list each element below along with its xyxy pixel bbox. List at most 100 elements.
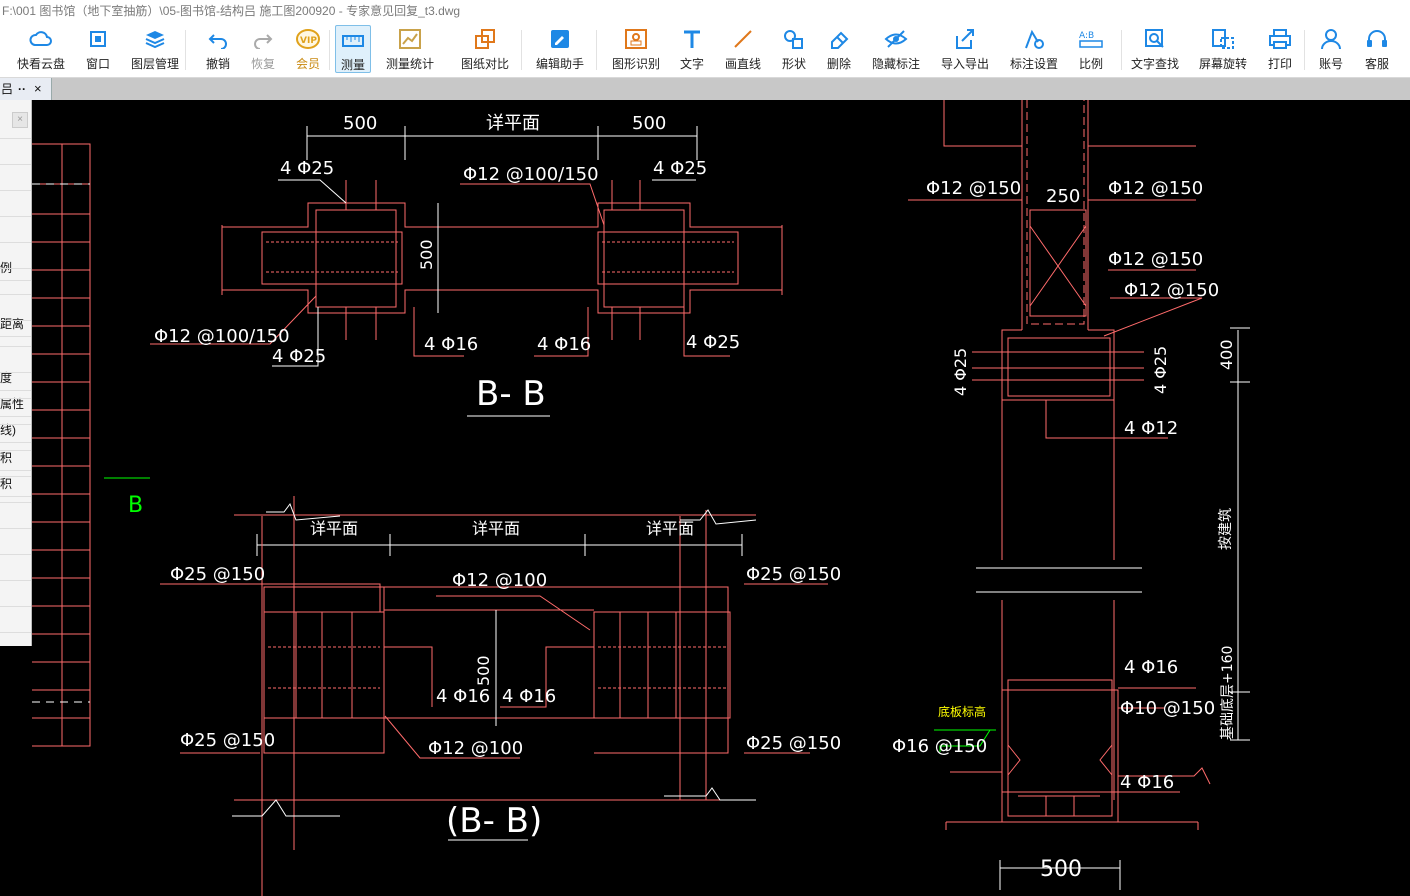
- properties-side-panel[interactable]: × 例距离度属性线)积积: [0, 100, 32, 646]
- note-p12-100-b: Φ12 @100: [428, 738, 523, 759]
- toolbar-button-label: 快看云盘: [16, 57, 65, 71]
- toolbar-button-label: 比例: [1078, 57, 1103, 71]
- note-p12-150-b: Φ12 @150: [1108, 178, 1203, 199]
- toolbar-button-label: 测量: [340, 58, 365, 72]
- note-p12-150-c: Φ12 @150: [1108, 249, 1203, 270]
- toolbar-button-label: 删除: [826, 57, 851, 71]
- side-panel-item[interactable]: 线): [0, 417, 31, 443]
- dim-500-left: 500: [343, 113, 377, 134]
- side-panel-divider: [0, 242, 31, 243]
- toolbar-window-button[interactable]: 窗口: [80, 24, 116, 74]
- svg-text:A:B: A:B: [1079, 31, 1094, 41]
- toolbar-text-button[interactable]: 文字: [674, 24, 710, 74]
- toolbar-layers-button[interactable]: 图层管理: [125, 24, 185, 74]
- toolbar-button-label: 账号: [1318, 57, 1343, 71]
- note-4p16-b: 4 Φ16: [537, 334, 591, 355]
- note-4p25-a: 4 Φ25: [280, 158, 334, 179]
- document-tab[interactable]: 吕 ·· ×: [0, 78, 52, 100]
- drawing-canvas[interactable]: 500 详平面 500 4 Φ25 4 Φ25 Φ12 @100/150 Φ12…: [0, 100, 1410, 896]
- toolbar-line-button[interactable]: 画直线: [720, 24, 767, 74]
- side-panel-item[interactable]: 属性: [0, 391, 31, 417]
- note-p25-150-d: Φ25 @150: [746, 733, 841, 754]
- toolbar-edit-assistant-button[interactable]: 编辑助手: [530, 24, 590, 74]
- note-p25-150-a: Φ25 @150: [170, 564, 265, 585]
- toolbar-separator: [596, 30, 597, 70]
- dim-plan-2a: 详平面: [310, 519, 358, 538]
- tab-menu-icon[interactable]: ··: [18, 82, 26, 96]
- toolbar-measure-stats-button[interactable]: 测量统计: [380, 24, 440, 74]
- note-p12-150-d: Φ12 @150: [1124, 280, 1219, 301]
- side-panel-divider: [0, 164, 31, 165]
- dim-plan-2b: 详平面: [472, 519, 520, 538]
- toolbar-redo-button[interactable]: 恢复: [245, 24, 281, 74]
- note-p10-150: Φ10 @150: [1120, 698, 1215, 719]
- side-panel-divider: [0, 424, 31, 425]
- toolbar-user-button[interactable]: 账号: [1313, 24, 1349, 74]
- side-panel-item[interactable]: 积: [0, 471, 31, 497]
- toolbar-button-label: 打印: [1267, 57, 1292, 71]
- toolbar-compare-button[interactable]: 图纸对比: [455, 24, 515, 74]
- toolbar-button-label: 撤销: [205, 57, 230, 71]
- toolbar-undo-button[interactable]: 撤销: [200, 24, 236, 74]
- toolbar-button-label: 画直线: [724, 57, 761, 71]
- scale-icon: A:B: [1078, 26, 1104, 52]
- toolbar-button-label: 标注设置: [1009, 57, 1058, 71]
- rotate-screen-icon: [1210, 26, 1236, 52]
- note-4p16-e: 4 Φ16: [1124, 657, 1178, 678]
- note-p12-150-a: Φ12 @150: [926, 178, 1021, 199]
- toolbar-button-label: 文字查找: [1130, 57, 1179, 71]
- note-p12-100-150-a: Φ12 @100/150: [463, 164, 599, 185]
- side-panel-divider: [0, 476, 31, 477]
- side-panel-divider: [0, 528, 31, 529]
- tab-close-icon[interactable]: ×: [34, 81, 42, 96]
- toolbar-hide-eye-button[interactable]: 隐藏标注: [866, 24, 926, 74]
- toolbar-separator: [184, 30, 186, 70]
- toolbar-text-search-button[interactable]: 文字查找: [1125, 24, 1185, 74]
- undo-icon: [205, 26, 231, 52]
- panel-close-icon[interactable]: ×: [12, 112, 28, 128]
- dim-plan: 详平面: [486, 113, 540, 134]
- side-panel-item[interactable]: 距离: [0, 311, 31, 337]
- side-panel-divider: [0, 190, 31, 191]
- toolbar-shape-recognize-button[interactable]: 图形识别: [606, 24, 666, 74]
- toolbar-separator: [328, 30, 330, 70]
- toolbar-eraser-button[interactable]: 删除: [821, 24, 857, 74]
- cad-drawing[interactable]: 500 详平面 500 4 Φ25 4 Φ25 Φ12 @100/150 Φ12…: [0, 100, 1410, 896]
- window-icon: [85, 26, 111, 52]
- note-p16-150: Φ16 @150: [892, 736, 987, 757]
- toolbar-button-label: 图纸对比: [460, 57, 509, 71]
- section-b-b-top: [150, 126, 783, 417]
- side-panel-divider: [0, 294, 31, 295]
- toolbar-button-label: 会员: [295, 57, 320, 71]
- toolbar-annotation-settings-button[interactable]: 标注设置: [1004, 24, 1064, 74]
- redo-icon: [250, 26, 276, 52]
- dim-400: 400: [1217, 339, 1236, 370]
- side-panel-divider: [0, 138, 31, 139]
- toolbar-separator: [520, 30, 522, 70]
- toolbar-cloud-button[interactable]: 快看云盘: [11, 24, 71, 74]
- toolbar-printer-button[interactable]: 打印: [1262, 24, 1298, 74]
- toolbar-button-label: 文字: [679, 57, 704, 71]
- toolbar-headset-button[interactable]: 客服: [1359, 24, 1395, 74]
- side-panel-item[interactable]: 度: [0, 365, 31, 391]
- toolbar-scale-button[interactable]: A:B 比例: [1073, 24, 1109, 74]
- side-panel-divider: [0, 632, 31, 633]
- line-icon: [730, 26, 756, 52]
- note-4p25-c: 4 Φ25: [272, 346, 326, 367]
- document-tab-strip: 吕 ·· ×: [0, 78, 1410, 100]
- note-p25-150-c: Φ25 @150: [180, 730, 275, 751]
- vertical-note-2: 基础底层+160: [1219, 646, 1236, 740]
- side-panel-item[interactable]: 积: [0, 445, 31, 471]
- toolbar-import-export-button[interactable]: 导入导出: [935, 24, 995, 74]
- toolbar-ruler-button[interactable]: 测量: [335, 25, 371, 73]
- dim-250: 250: [1046, 186, 1080, 207]
- toolbar-shape-button[interactable]: 形状: [776, 24, 812, 74]
- edit-assistant-icon: [547, 26, 573, 52]
- hide-eye-icon: [883, 26, 909, 52]
- measure-stats-icon: [397, 26, 423, 52]
- toolbar-rotate-screen-button[interactable]: 屏幕旋转: [1193, 24, 1253, 74]
- side-panel-divider: [0, 320, 31, 321]
- note-4p25-e: 4 Φ25: [951, 348, 970, 396]
